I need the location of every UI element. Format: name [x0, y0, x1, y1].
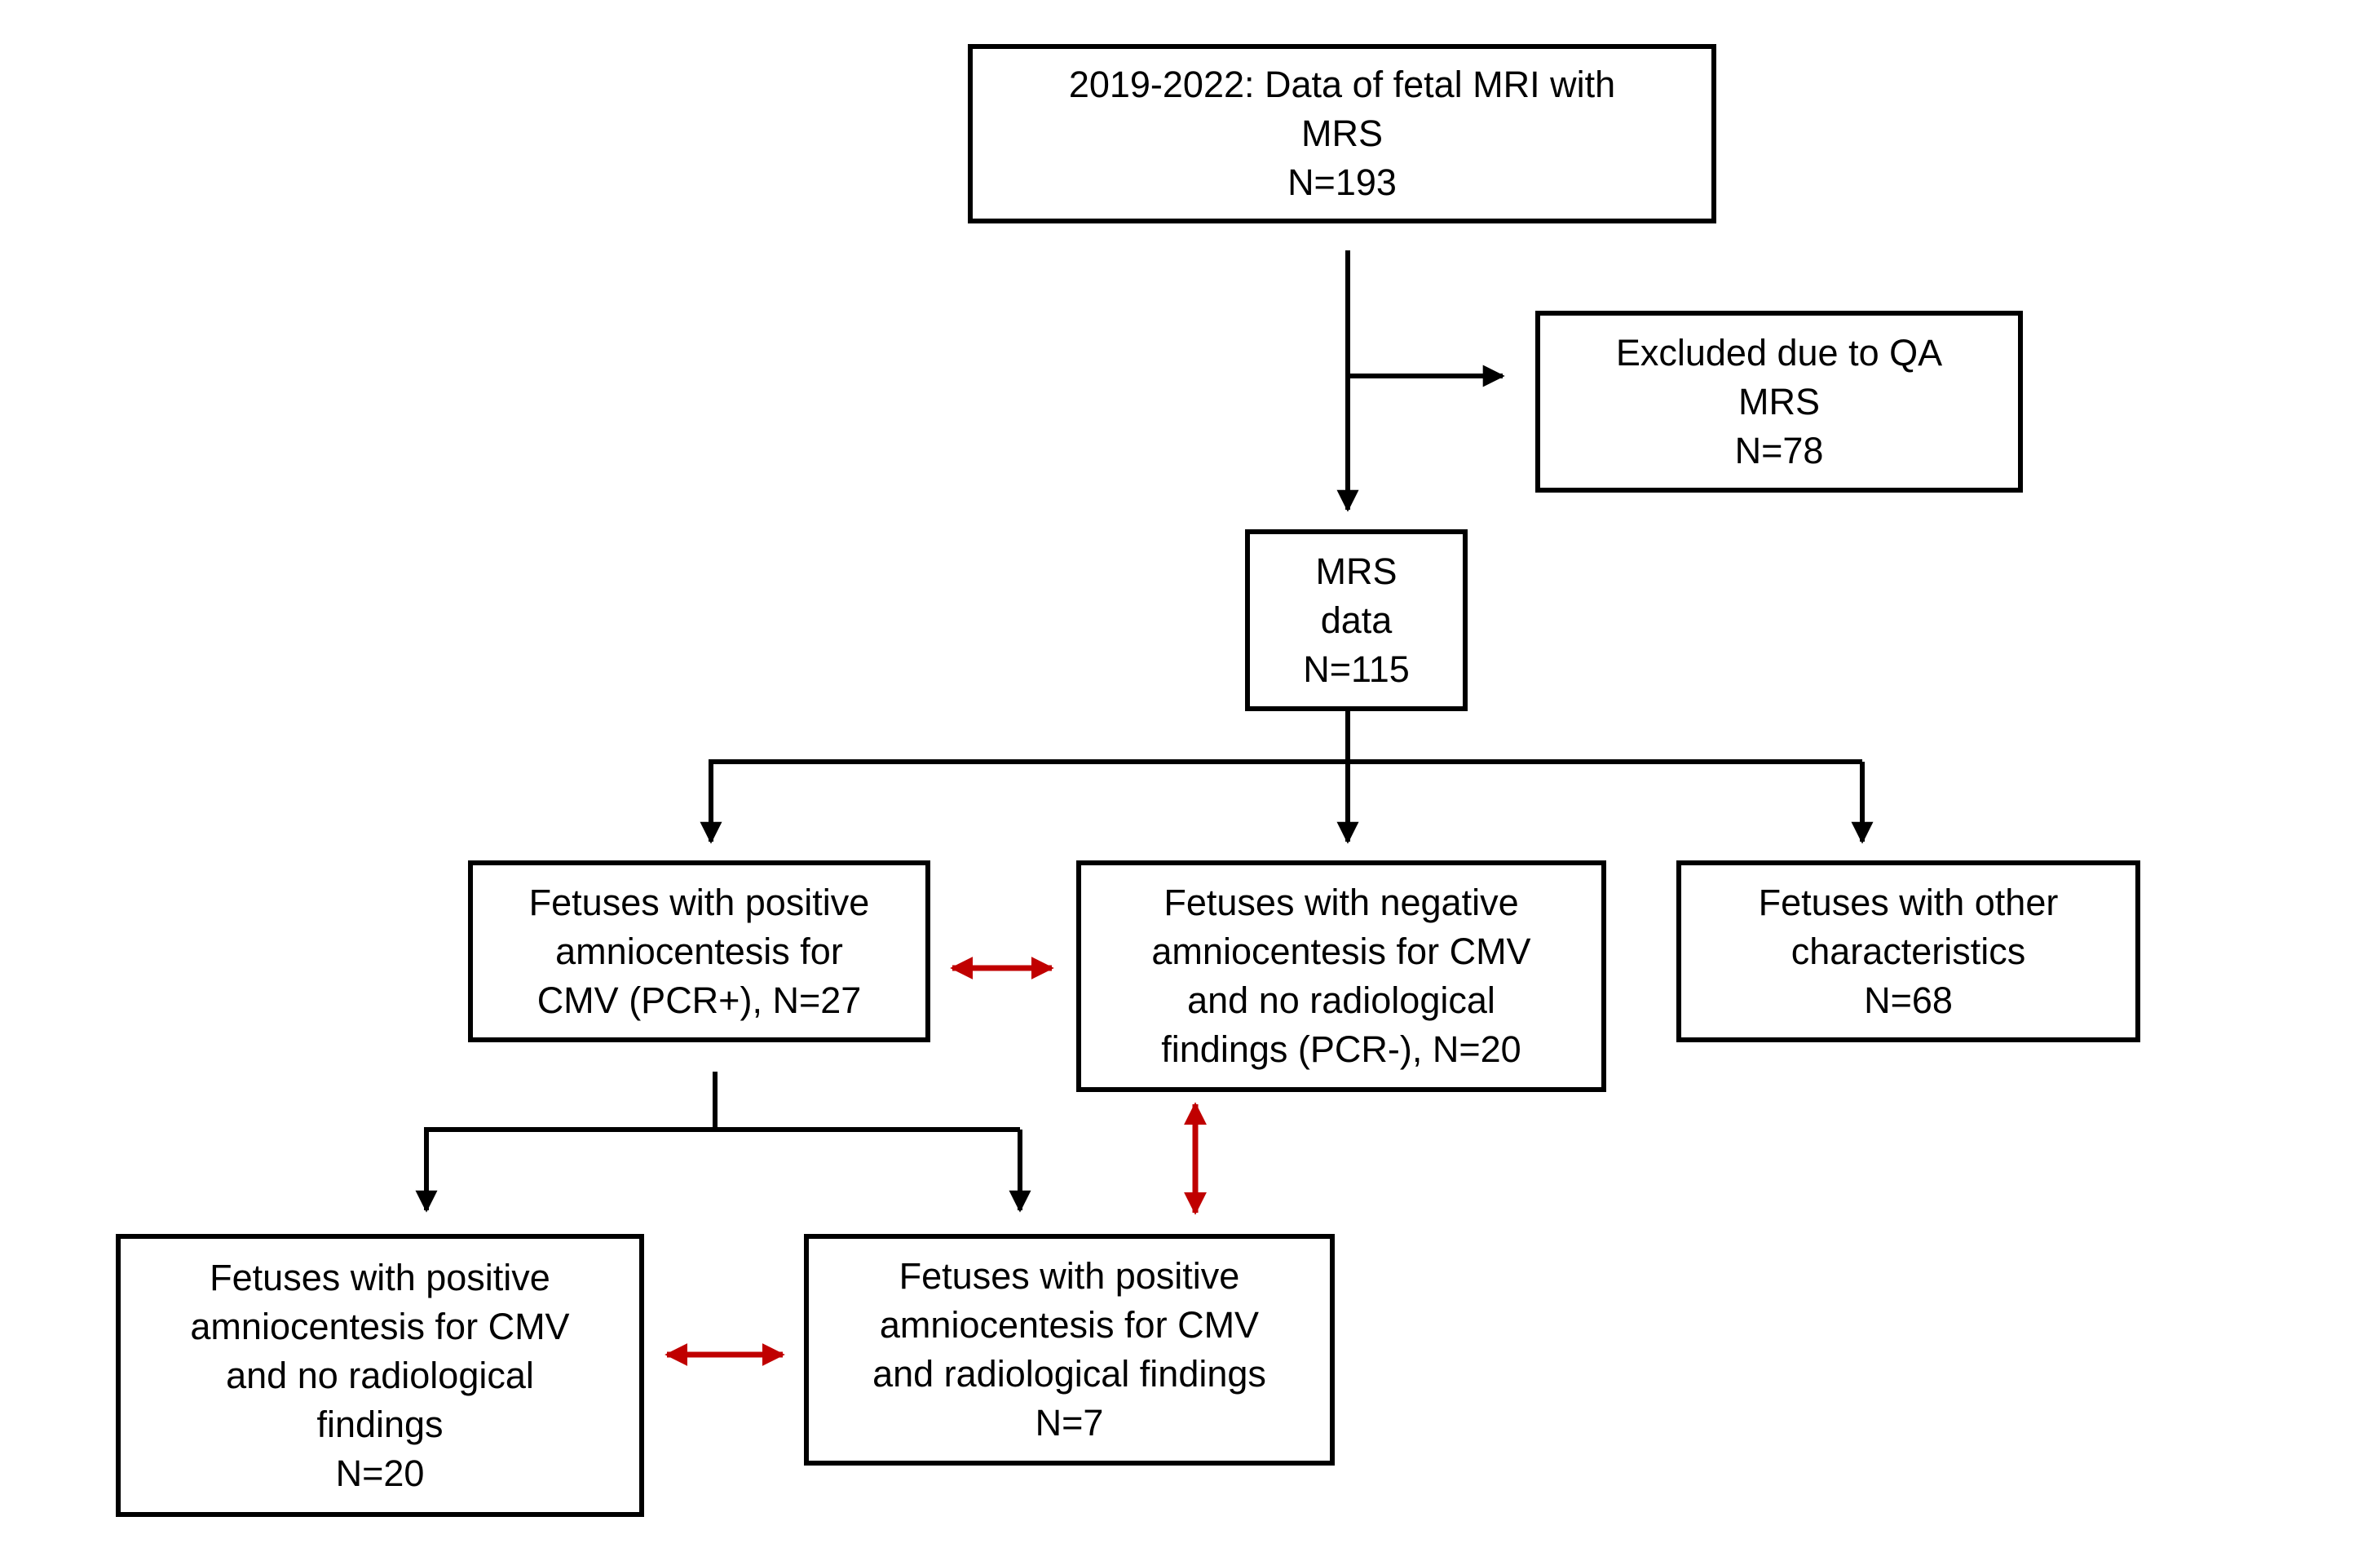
box-pcr-positive-line-2: amniocentesis for	[555, 930, 843, 972]
box-mrs-data-line-1: MRS	[1315, 550, 1398, 592]
box-pcr-pos-no-findings-line-5: N=20	[335, 1452, 425, 1494]
box-pcr-negative-line-1: Fetuses with negative	[1164, 882, 1519, 923]
box-other-line-1: Fetuses with other	[1758, 881, 2059, 923]
box-other-line-2: characteristics	[1791, 930, 2026, 972]
box-excluded-line-1: Excluded due to QA	[1615, 331, 1943, 374]
box-excluded-line-3: N=78	[1734, 429, 1824, 471]
box-excluded: Excluded due to QA MRS N=78	[1535, 311, 2023, 493]
box-pcr-negative-line-3: and no radiological	[1187, 979, 1495, 1021]
box-excluded-line-2: MRS	[1738, 380, 1820, 422]
box-other: Fetuses with other characteristics N=68	[1676, 860, 2140, 1042]
box-pcr-pos-findings-line-3: and radiological findings	[872, 1353, 1266, 1395]
box-pcr-negative-line-2: amniocentesis for CMV	[1151, 931, 1531, 972]
box-pcr-pos-no-findings-line-1: Fetuses with positive	[210, 1256, 550, 1298]
box-pcr-pos-findings-line-1: Fetuses with positive	[899, 1255, 1240, 1297]
box-pcr-negative-line-4: findings (PCR-), N=20	[1161, 1028, 1521, 1070]
box-mrs-data-line-2: data	[1320, 599, 1393, 641]
box-pcr-pos-no-findings-line-2: amniocentesis for CMV	[190, 1305, 570, 1347]
box-source-data-line-2: MRS	[1301, 113, 1383, 154]
box-pcr-negative: Fetuses with negative amniocentesis for …	[1076, 860, 1606, 1092]
box-pcr-pos-findings-line-2: amniocentesis for CMV	[879, 1304, 1260, 1346]
box-source-data-line-3: N=193	[1287, 161, 1397, 203]
box-pcr-positive: Fetuses with positive amniocentesis for …	[468, 860, 930, 1042]
box-pcr-pos-no-findings-line-3: and no radiological	[226, 1354, 534, 1396]
box-mrs-data-line-3: N=115	[1303, 648, 1410, 690]
box-pcr-pos-findings-line-4: N=7	[1035, 1402, 1104, 1444]
box-other-line-3: N=68	[1864, 979, 1953, 1021]
box-pcr-pos-no-findings-line-4: findings	[316, 1403, 444, 1445]
box-source-data: 2019-2022: Data of fetal MRI with MRS N=…	[968, 44, 1716, 223]
box-pcr-positive-line-1: Fetuses with positive	[528, 881, 870, 923]
box-source-data-line-1: 2019-2022: Data of fetal MRI with	[1068, 64, 1616, 105]
box-pcr-pos-no-findings: Fetuses with positive amniocentesis for …	[116, 1234, 644, 1517]
box-pcr-pos-findings: Fetuses with positive amniocentesis for …	[804, 1234, 1335, 1466]
box-mrs-data: MRS data N=115	[1245, 529, 1468, 711]
box-pcr-positive-line-3: CMV (PCR+), N=27	[536, 979, 862, 1021]
